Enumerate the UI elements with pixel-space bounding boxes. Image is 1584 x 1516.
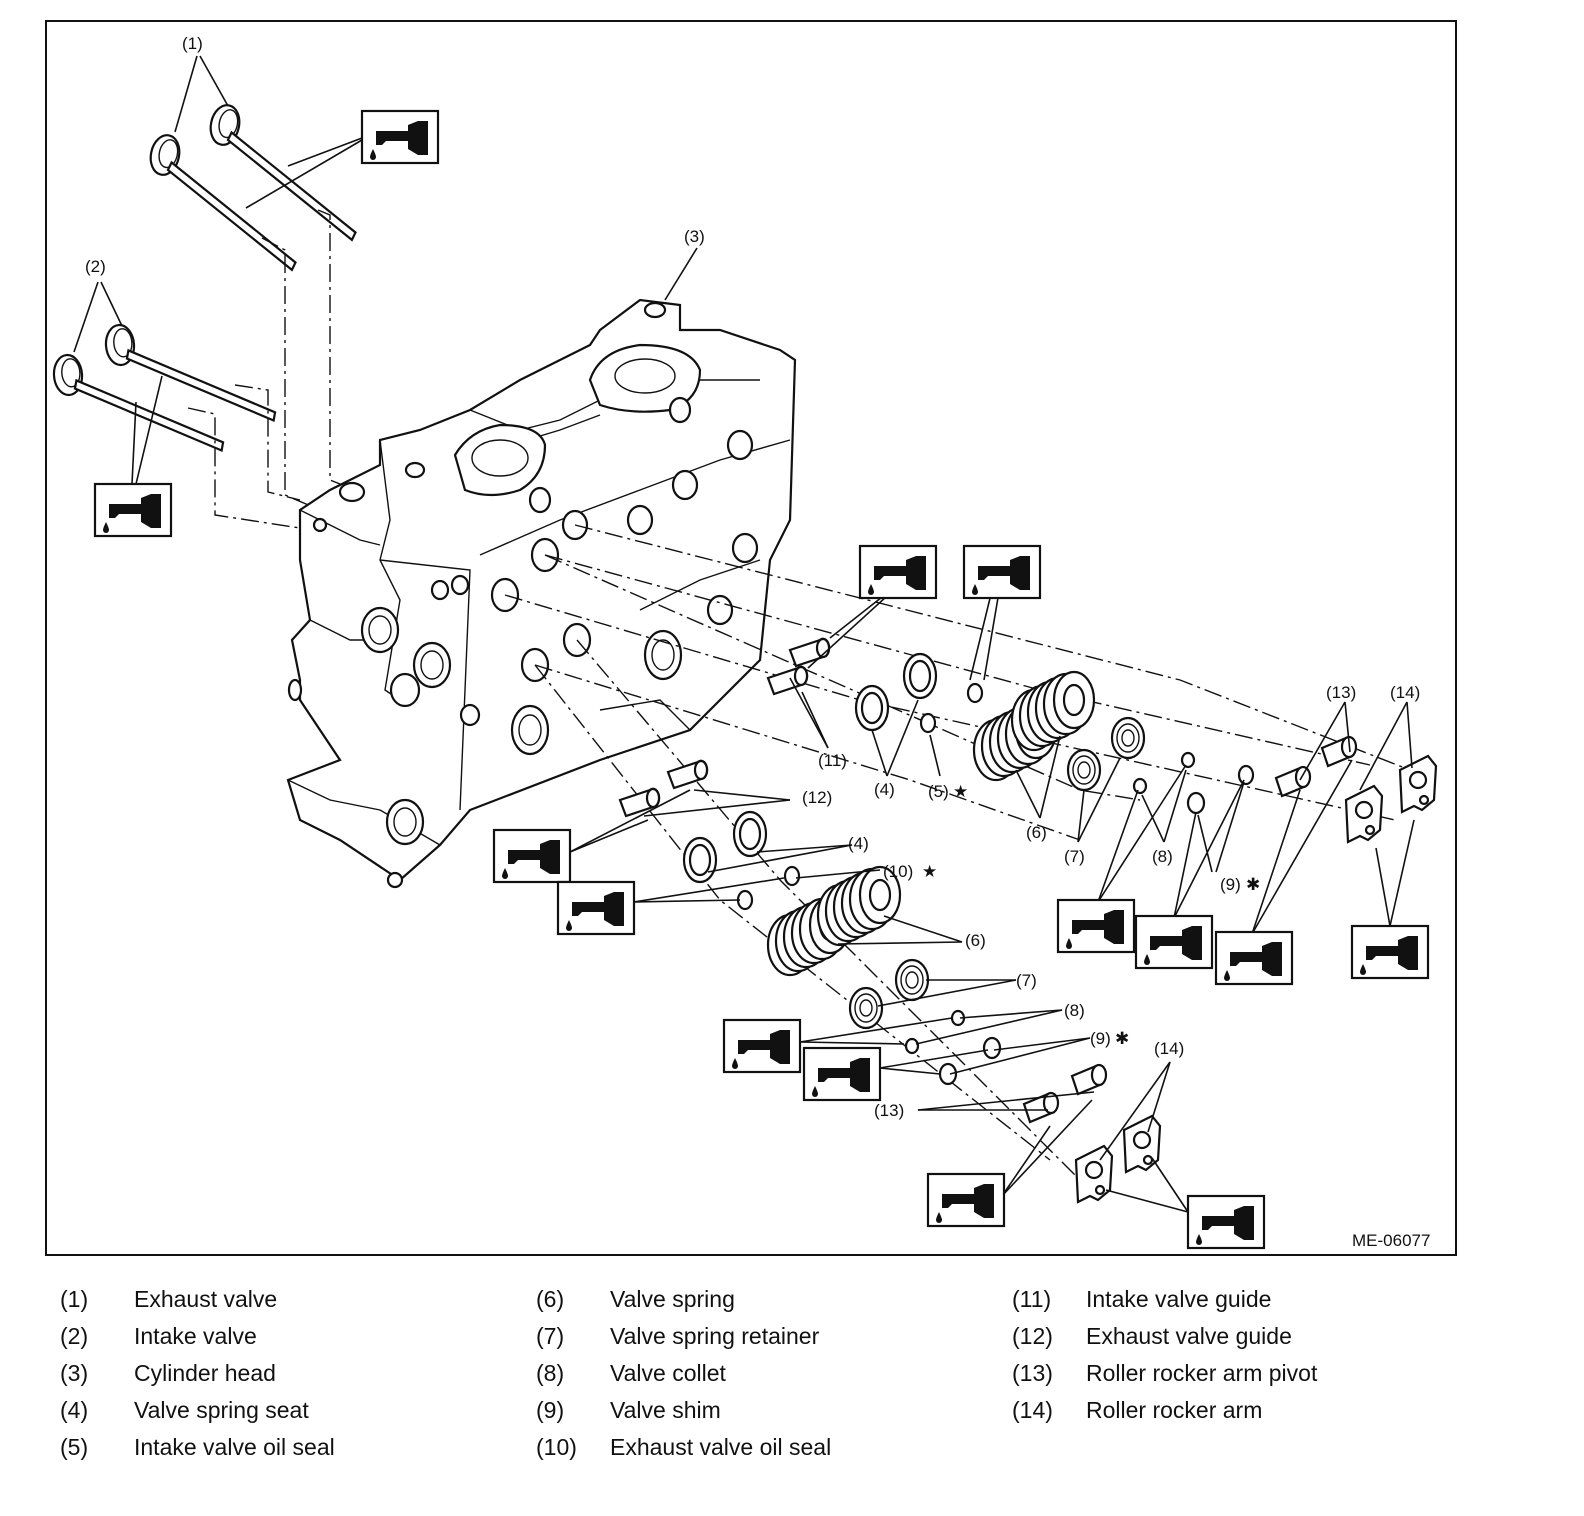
callout-4-exhaust: (4) (848, 834, 869, 853)
legend-label: Exhaust valve (134, 1286, 278, 1312)
legend-number: (3) (60, 1360, 89, 1386)
callout-13-intake: (13) (1326, 683, 1356, 702)
legend-label: Roller rocker arm (1086, 1397, 1263, 1423)
legend-number: (12) (1012, 1323, 1053, 1349)
legend-label: Exhaust valve oil seal (610, 1434, 832, 1460)
legend-label: Intake valve (134, 1323, 257, 1349)
legend-label: Valve shim (610, 1397, 721, 1423)
legend-number: (14) (1012, 1397, 1053, 1423)
oil-application-icon (926, 1172, 1006, 1228)
oil-application-icon (1134, 914, 1214, 970)
oil-application-icon (802, 1046, 882, 1102)
intake-valve-collets (1132, 751, 1196, 795)
callout-14-intake: (14) (1390, 683, 1420, 702)
legend-label: Cylinder head (134, 1360, 276, 1386)
callout-6-exhaust: (6) (965, 931, 986, 950)
legend-label: Exhaust valve guide (1086, 1323, 1292, 1349)
legend-number: (7) (536, 1323, 565, 1349)
legend-number: (6) (536, 1286, 565, 1312)
callout-12: (12) (802, 788, 832, 807)
callout-labels: (1) (2) (3) (4) (4) (5) (6) (6) (7) (7) … (85, 34, 1430, 1250)
callout-9-intake: (9) (1220, 875, 1241, 894)
exhaust-rocker-arms (1074, 1114, 1162, 1204)
callout-3: (3) (684, 227, 705, 246)
leader-lines (73, 55, 1415, 1213)
exhaust-rocker-pivots (1022, 1063, 1108, 1124)
intake-rocker-arms (1344, 754, 1438, 844)
callout-11: (11) (818, 751, 847, 770)
callout-7-exhaust: (7) (1016, 971, 1037, 990)
legend-number: (9) (536, 1397, 565, 1423)
legend-label: Valve spring seat (134, 1397, 309, 1423)
legend: (1) Exhaust valve (2) Intake valve (3) Cyli… (60, 1286, 1520, 1486)
callout-10: (10) (883, 862, 913, 881)
callout-13-exhaust: (13) (874, 1101, 904, 1120)
callout-4-intake: (4) (874, 780, 895, 799)
legend-number: (4) (60, 1397, 89, 1423)
oil-application-icon (722, 1018, 802, 1074)
figure-code: ME-06077 (1352, 1231, 1430, 1250)
exhaust-spring-seats (682, 810, 768, 884)
oil-application-icon (492, 828, 572, 884)
legend-number: (11) (1012, 1286, 1052, 1312)
oil-application-icon (1186, 1194, 1266, 1250)
exhaust-valve-guides (618, 759, 709, 818)
exhaust-valve-oil-seals (736, 865, 801, 911)
callout-2: (2) (85, 257, 106, 276)
legend-label: Valve spring (610, 1286, 735, 1312)
cylinder-head (286, 298, 797, 889)
callout-8-intake: (8) (1152, 847, 1173, 866)
callout-14-exhaust: (14) (1154, 1039, 1184, 1058)
oil-application-icon (962, 544, 1042, 600)
callout-7-intake: (7) (1064, 847, 1085, 866)
intake-valves (51, 313, 277, 463)
callout-9-exhaust: (9) (1090, 1029, 1111, 1048)
asterisk-mark-9-exhaust: ✱ (1115, 1029, 1129, 1048)
legend-label: Intake valve oil seal (134, 1434, 335, 1460)
legend-label: Intake valve guide (1086, 1286, 1272, 1312)
legend-number: (10) (536, 1434, 577, 1460)
oil-application-icon (93, 482, 173, 538)
oil-application-icon (556, 880, 636, 936)
legend-number: (13) (1012, 1360, 1053, 1386)
callout-8-exhaust: (8) (1064, 1001, 1085, 1020)
callout-1: (1) (182, 34, 203, 53)
legend-label: Valve collet (610, 1360, 726, 1386)
intake-valve-oil-seals (919, 682, 984, 734)
legend-number: (8) (536, 1360, 565, 1386)
oil-application-icon (1056, 898, 1136, 954)
star-mark-10: ★ (922, 862, 937, 881)
oil-application-icon (360, 109, 440, 165)
exhaust-valves (132, 101, 377, 272)
legend-number: (5) (60, 1434, 89, 1460)
star-mark-5: ★ (953, 782, 968, 801)
exploded-diagram: (1) (2) (3) (4) (4) (5) (6) (6) (7) (7) … (51, 34, 1438, 1250)
oil-application-icon (858, 544, 938, 600)
exhaust-spring-retainers (848, 958, 930, 1030)
asterisk-mark-9-intake: ✱ (1246, 875, 1260, 894)
legend-label: Roller rocker arm pivot (1086, 1360, 1318, 1386)
legend-label: Valve spring retainer (610, 1323, 820, 1349)
exhaust-valve-shims (938, 1036, 1002, 1086)
oil-application-icon (1350, 924, 1430, 980)
intake-valve-shims (1186, 764, 1255, 815)
callout-6-intake: (6) (1026, 823, 1047, 842)
callout-5: (5) (928, 782, 949, 801)
oil-application-icon (1214, 930, 1294, 986)
legend-number: (2) (60, 1323, 89, 1349)
exhaust-valve-collets (904, 1009, 966, 1055)
intake-valve-guides (766, 637, 831, 696)
legend-number: (1) (60, 1286, 89, 1312)
